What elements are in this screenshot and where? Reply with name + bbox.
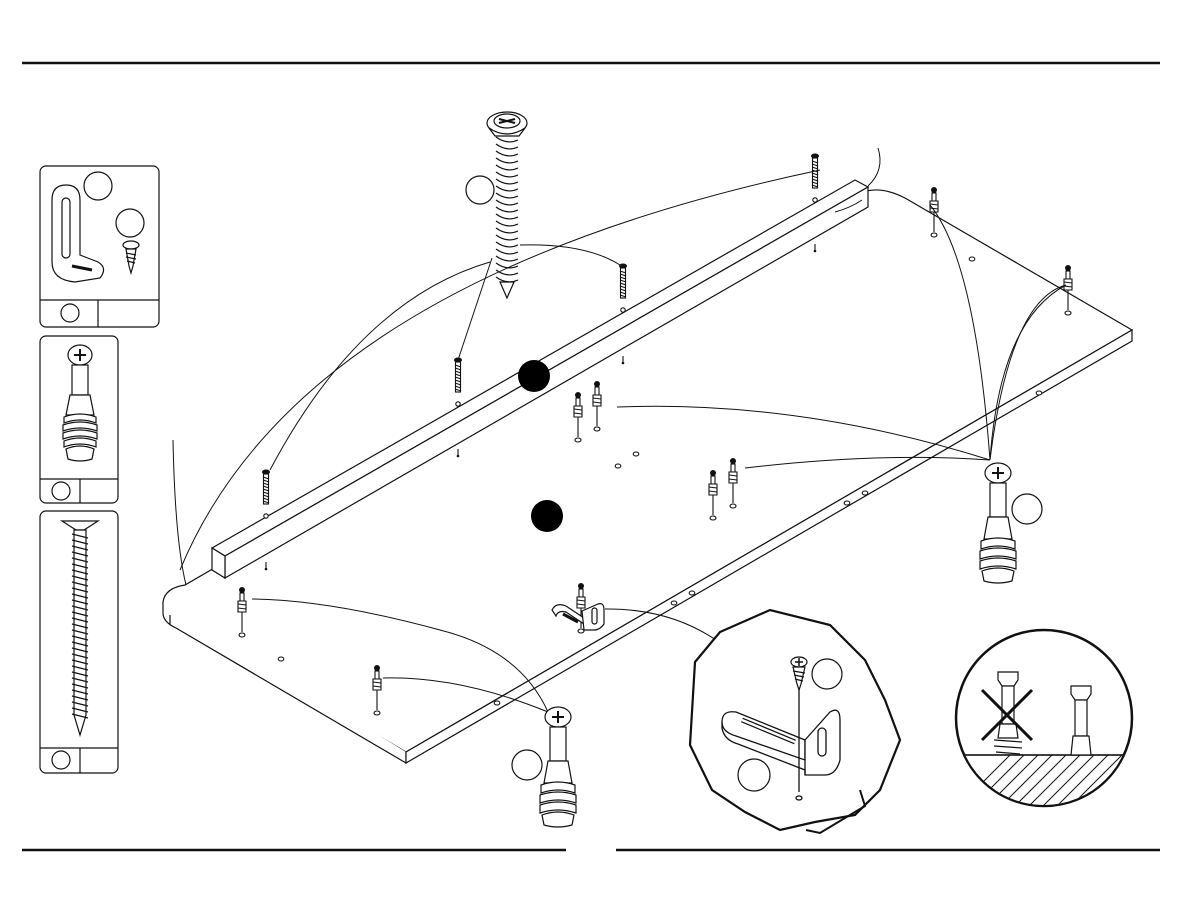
legend-box-bracket: [40, 166, 159, 327]
big-screw: [487, 112, 527, 298]
panel-hole: [969, 257, 975, 261]
hole-dot: [622, 362, 625, 365]
pin-neck: [1066, 271, 1070, 279]
pin-hole: [710, 516, 716, 520]
pin-head: [931, 187, 937, 193]
hole-dot: [814, 250, 817, 253]
cam-bolt-bottom: [540, 707, 576, 827]
warning-detail: [940, 630, 1188, 825]
panel-hole: [1036, 391, 1042, 395]
callout-long-screw: [466, 176, 494, 204]
pin-body: [574, 406, 582, 417]
cam-bolt-right: [980, 463, 1016, 583]
panel-hole: [494, 701, 500, 705]
pin-body: [577, 597, 585, 608]
screw-hole: [264, 514, 268, 518]
panel-hole: [689, 591, 695, 595]
callout-detail-screw: [812, 659, 842, 689]
pin-neck: [240, 593, 244, 601]
floor-hatch: [1136, 755, 1188, 825]
pin-hole: [374, 711, 380, 715]
screw-hole: [456, 402, 460, 406]
pin-hole: [575, 438, 581, 442]
parts-legend: [40, 166, 159, 773]
pin-head: [374, 665, 380, 671]
screw-hole: [813, 198, 817, 202]
pin-neck: [579, 589, 583, 597]
pin-head: [594, 381, 600, 387]
pin-head: [1065, 265, 1071, 271]
pin-body: [238, 601, 246, 612]
callout-cam-bolt-bottom: [512, 750, 542, 780]
hole-dot: [265, 568, 268, 571]
pin-hole: [730, 504, 736, 508]
panel-hole: [615, 464, 621, 468]
pin-neck: [595, 387, 599, 395]
marker-panel-bottom: [531, 500, 563, 532]
legend-box-cam-bolt: [40, 336, 118, 503]
legend-box-long-screw: [40, 511, 118, 773]
pin-head: [239, 587, 245, 593]
panel-hole: [844, 501, 850, 505]
pin-body: [593, 395, 601, 406]
panel-hole: [278, 657, 284, 661]
pin-body: [729, 472, 737, 483]
hole-dot: [457, 455, 460, 458]
marker-panel-top: [518, 360, 550, 392]
floor-hatch: [1122, 755, 1188, 825]
pin-neck: [375, 671, 379, 679]
pin-head: [730, 458, 736, 464]
pin-neck: [576, 398, 580, 406]
pin-hole: [239, 633, 245, 637]
pin-head: [578, 583, 584, 589]
callout-cam-bolt-right: [1012, 494, 1042, 524]
panel-hole: [862, 491, 868, 495]
pin-neck: [711, 476, 715, 484]
panel-hole: [671, 601, 677, 605]
pin-neck: [932, 193, 936, 201]
pin-hole: [594, 427, 600, 431]
pin-body: [709, 484, 717, 495]
pin-hole: [578, 629, 584, 633]
callout-detail-bracket: [738, 759, 770, 791]
pin-head: [710, 470, 716, 476]
detail-bracket-view: [690, 610, 900, 833]
pin-hole: [1065, 311, 1071, 315]
pin-hole: [931, 233, 937, 237]
panel-hole: [633, 452, 639, 456]
pin-body: [373, 679, 381, 690]
screw-hole: [621, 308, 625, 312]
pin-head: [575, 392, 581, 398]
pin-neck: [731, 464, 735, 472]
pin-body: [1064, 279, 1072, 290]
floor-hatch: [1150, 755, 1188, 825]
